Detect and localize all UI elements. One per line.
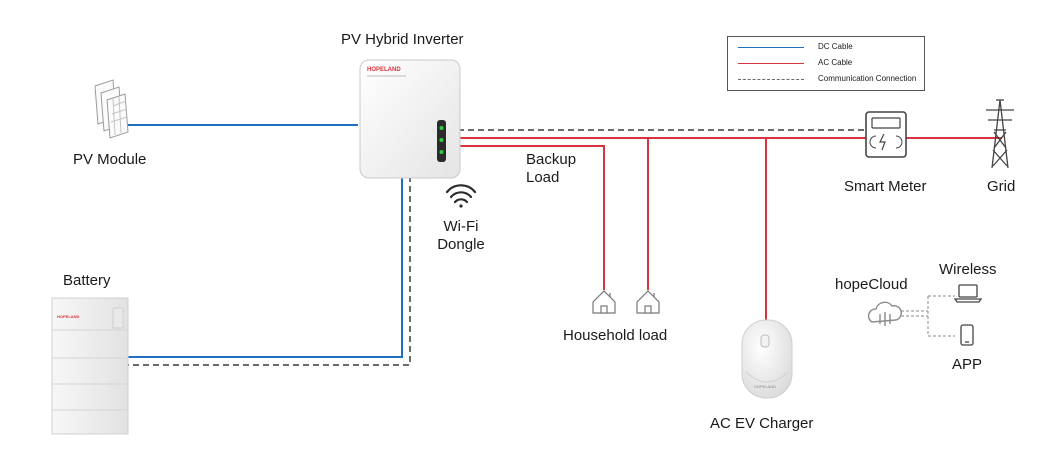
phone-icon — [960, 324, 974, 346]
grid-label: Grid — [987, 178, 1016, 195]
app-label: APP — [952, 356, 983, 373]
legend-label-comm: Communication Connection — [818, 74, 917, 83]
house-icon — [592, 290, 616, 314]
ev-charger-device: HOPELAND — [741, 319, 793, 399]
legend-label-ac: AC Cable — [818, 58, 853, 67]
laptop-icon — [953, 284, 983, 303]
battery-label: Battery — [63, 272, 111, 289]
legend-swatch-ac — [738, 63, 804, 64]
wifi-dongle-label: Wi-Fi Dongle — [428, 218, 494, 254]
ac-cables — [458, 137, 1002, 320]
inverter-logo: HOPELAND — [367, 67, 401, 73]
legend: DC Cable AC Cable Communication Connecti… — [727, 36, 925, 91]
wireless-label: Wireless — [939, 261, 997, 278]
household-load-label: Household load — [563, 327, 668, 344]
dc-cables — [128, 124, 403, 358]
backup-load-label: Backup Load — [526, 151, 576, 187]
house-icon — [636, 290, 660, 314]
smart-meter-icon — [865, 111, 907, 158]
inverter-label: PV Hybrid Inverter — [341, 31, 464, 48]
transmission-tower-icon — [986, 99, 1014, 169]
comm-cable-battery — [128, 176, 411, 366]
wifi-icon — [445, 184, 477, 208]
backup-load-line2: Load — [526, 169, 560, 186]
smart-meter-label: Smart Meter — [844, 178, 927, 195]
battery-device: HOPELAND — [51, 297, 129, 435]
pv-module-label: PV Module — [73, 151, 147, 168]
legend-swatch-comm — [738, 79, 804, 80]
legend-label-dc: DC Cable — [818, 42, 853, 51]
inverter-led — [439, 126, 444, 130]
ac-cable-backup — [458, 145, 605, 290]
inverter-device: HOPELAND — [359, 59, 461, 179]
backup-load-line1: Backup — [526, 151, 577, 168]
solar-panel-icon — [94, 79, 129, 139]
wifi-dongle-line1: Wi-Fi — [443, 218, 479, 235]
ev-charger-label: AC EV Charger — [710, 415, 814, 432]
battery-logo: HOPELAND — [57, 314, 80, 319]
legend-swatch-dc — [738, 47, 804, 48]
comm-cable-cloud — [896, 295, 955, 337]
cloud-icon — [867, 301, 902, 326]
dc-cable-battery — [128, 176, 403, 358]
hopecloud-label: hopeCloud — [835, 276, 908, 293]
wifi-dongle-line2: Dongle — [437, 236, 485, 253]
charger-logo: HOPELAND — [754, 384, 776, 389]
